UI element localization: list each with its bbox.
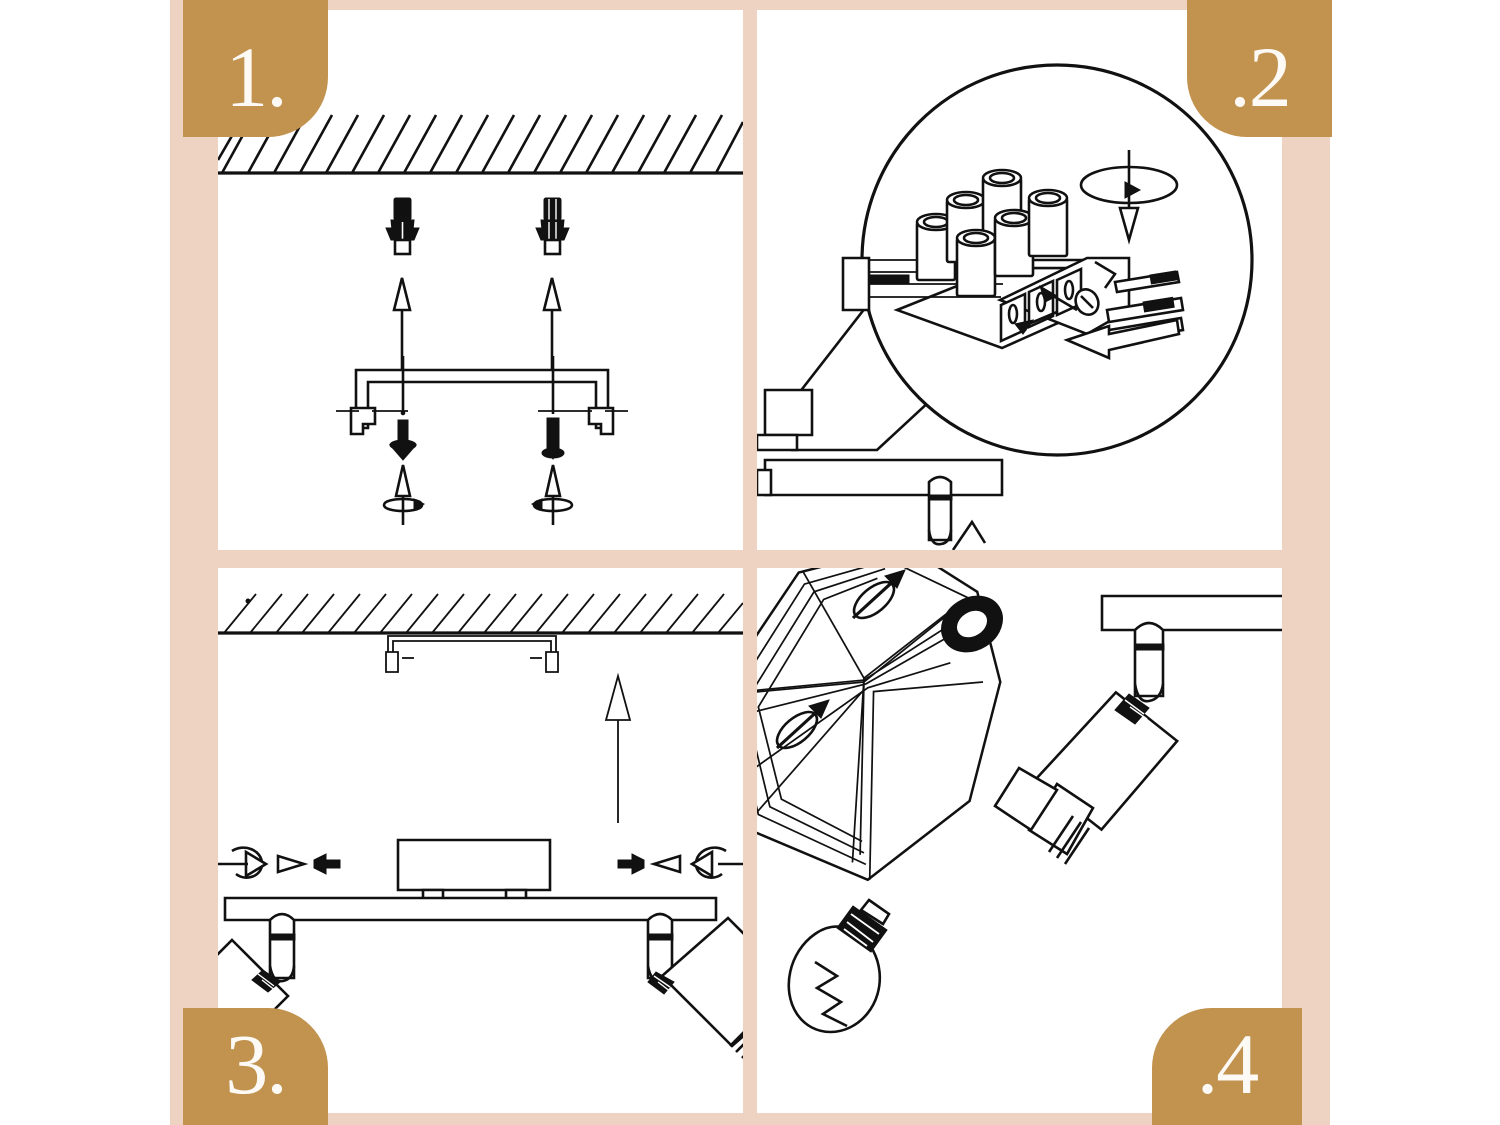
- loose-terminal-screw: [1074, 288, 1100, 316]
- step-badge-4: .4: [1152, 1008, 1302, 1125]
- lift-up-arrow: [604, 672, 632, 823]
- mounting-bracket: [336, 368, 628, 436]
- spot-bar-body: [757, 458, 1004, 497]
- step-badge-3-label: 3.: [225, 1015, 287, 1112]
- light-bulb: [787, 898, 891, 1034]
- wall-plug-right: [535, 197, 570, 256]
- panel-1-artwork: [218, 114, 743, 525]
- mounted-bracket: [385, 635, 559, 673]
- hatched-ceiling-section: [218, 593, 743, 635]
- step-badge-2: .2: [1187, 0, 1332, 137]
- threaded-socket: [993, 766, 1095, 865]
- spot-bar: [223, 896, 718, 922]
- screw-left: [388, 356, 418, 461]
- terminal-screws: [915, 168, 1069, 298]
- step-badge-1: 1.: [183, 0, 328, 137]
- screwdriver-rotation-arrow: [1079, 150, 1179, 245]
- insertion-arrow: [1063, 318, 1181, 360]
- step-badge-2-label: .2: [1229, 28, 1291, 125]
- wall-plug-left: [385, 197, 420, 256]
- screw-right: [541, 356, 565, 460]
- hatched-ceiling-section: [218, 114, 743, 175]
- step-badge-1-label: 1.: [225, 28, 287, 125]
- shade-socket-opening: [941, 595, 1003, 653]
- panel-3-artwork: [218, 593, 743, 1068]
- step-badge-4-label: .4: [1196, 1015, 1259, 1112]
- spot-arm: [927, 475, 953, 546]
- rotation-arrow-left: [218, 846, 269, 879]
- side-screw-left: [276, 853, 341, 875]
- rotation-arrow-right: [689, 846, 743, 879]
- rotation-arrow-left: [382, 464, 426, 525]
- spot-arm: [1133, 621, 1165, 703]
- glass-shade: [757, 568, 1003, 882]
- wire-bundle-bottom: [951, 519, 987, 550]
- panel-step-2: [757, 10, 1282, 550]
- twist-arrow-lower: [775, 699, 830, 750]
- panel-step-3: [218, 568, 743, 1113]
- step-badge-3: 3.: [183, 1008, 328, 1125]
- twist-arrow-upper: [851, 569, 906, 620]
- ceiling-plate: [1100, 594, 1282, 632]
- side-screw-right: [617, 853, 682, 875]
- connector-box: [396, 838, 552, 908]
- panel-4-artwork: [757, 568, 1282, 1034]
- panel-2-artwork: [757, 63, 1254, 550]
- rotation-arrow-right: [530, 464, 574, 525]
- spot-head-right: [646, 912, 743, 1059]
